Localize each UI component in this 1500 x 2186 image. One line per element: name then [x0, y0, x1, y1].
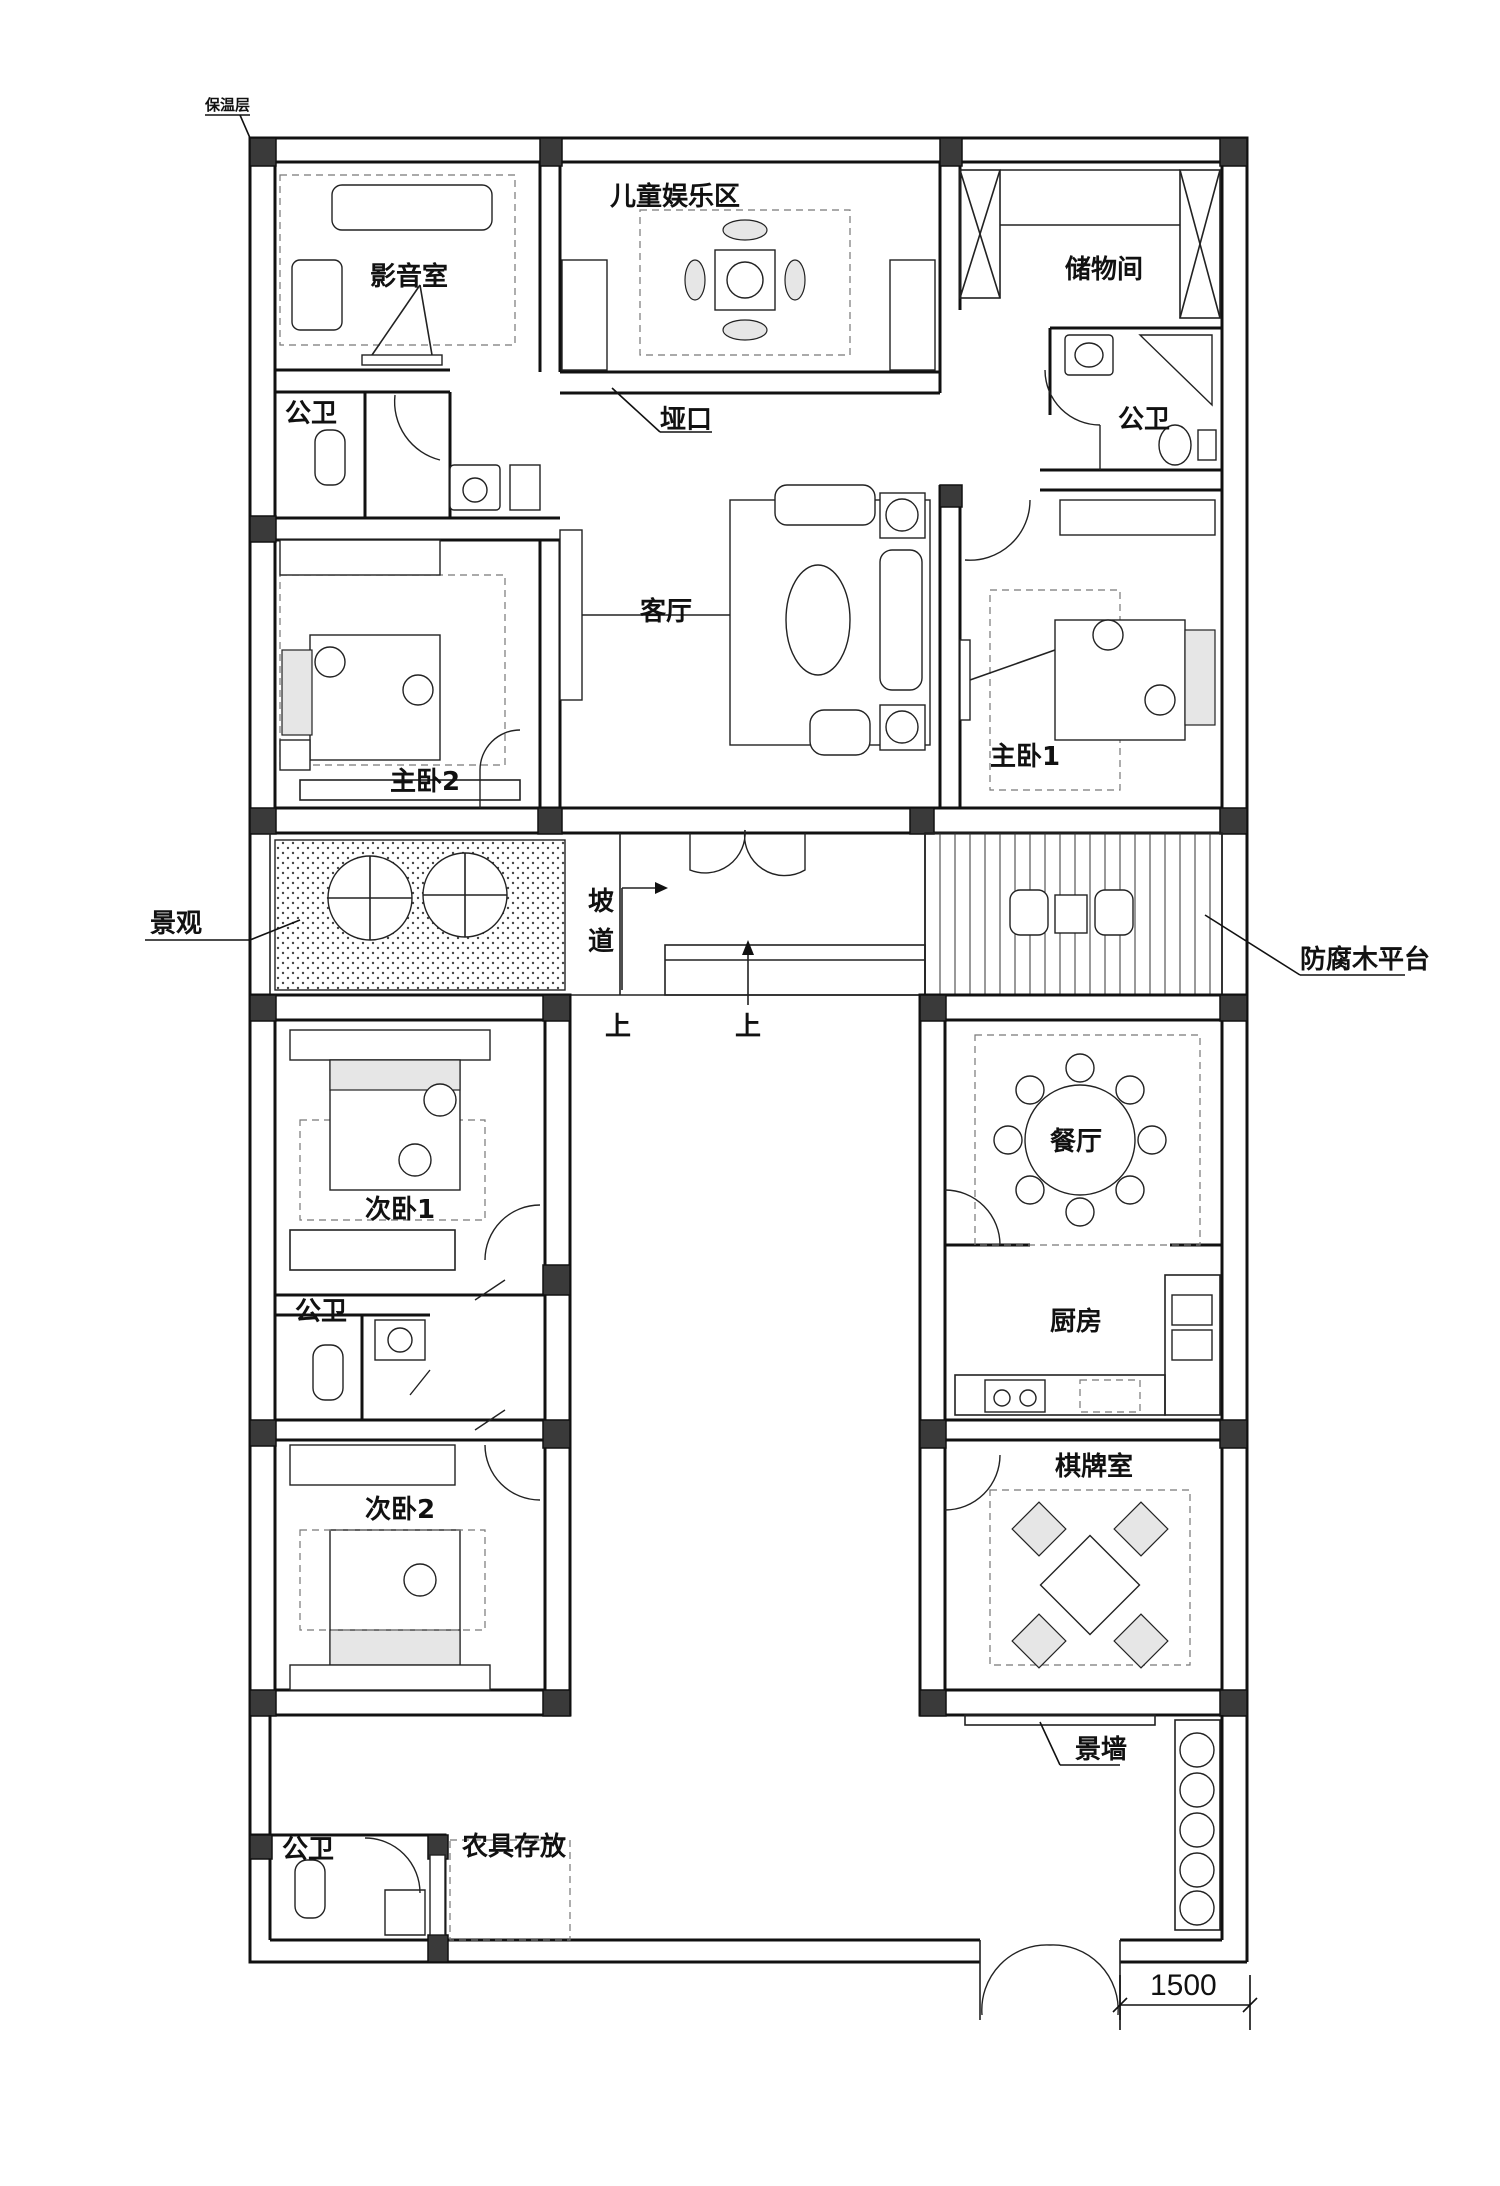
bath-w-label: 公卫	[295, 1297, 347, 1327]
chess-room: 棋牌室	[944, 1451, 1191, 1669]
bath-w: 公卫	[295, 1279, 506, 1431]
chess-label: 棋牌室	[1055, 1451, 1133, 1482]
feature-wall-group: 景墙	[964, 1714, 1221, 1931]
wood-deck: 防腐木平台	[924, 832, 1430, 996]
landscape-label: 景观	[150, 909, 202, 939]
av-room-label: 影音室	[370, 261, 448, 292]
living-room: 客厅	[559, 484, 931, 877]
master1-room: 主卧1	[959, 499, 1216, 791]
dining-room: 餐厅	[944, 1034, 1201, 1246]
deck-label: 防腐木平台	[1300, 944, 1430, 975]
storage-room: 储物间	[959, 169, 1221, 319]
kitchen-room: 厨房	[954, 1274, 1221, 1416]
dimension-label: 1500	[1150, 1969, 1217, 2002]
tools-label: 农具存放	[461, 1831, 567, 1862]
tools-storage: 农具存放	[449, 1831, 571, 1941]
master2-label: 主卧2	[390, 767, 460, 797]
master2-room: 主卧2	[279, 539, 521, 808]
threshold-label: 垭口	[660, 405, 712, 435]
landscape-garden: 景观	[145, 839, 566, 991]
second1-room: 次卧1	[289, 1029, 541, 1271]
feature-wall-label: 景墙	[1075, 1735, 1127, 1765]
ramp-label-2: 道	[588, 926, 614, 957]
bath-nw-label: 公卫	[285, 399, 337, 429]
master1-label: 主卧1	[990, 742, 1060, 772]
up-label-1: 上	[605, 1012, 631, 1042]
bath-nw: 公卫	[285, 392, 541, 518]
ramp: 坡 道 上 上	[588, 882, 761, 1042]
up-label-2: 上	[735, 1012, 761, 1042]
insulation-label-group: 保温层	[204, 96, 251, 139]
second2-label: 次卧2	[365, 1495, 435, 1525]
north-columns	[249, 137, 1248, 835]
bath-ne: 公卫	[1044, 334, 1217, 470]
dimension-1500: 1500	[1112, 1969, 1258, 2030]
kitchen-label: 厨房	[1050, 1307, 1102, 1337]
av-room-furniture: 影音室	[279, 174, 516, 366]
kids-area-label: 儿童娱乐区	[610, 181, 740, 212]
insulation-label: 保温层	[204, 96, 250, 114]
second1-label: 次卧1	[365, 1195, 435, 1225]
living-label: 客厅	[640, 596, 692, 627]
dining-label: 餐厅	[1050, 1127, 1102, 1157]
storage-label: 储物间	[1065, 254, 1143, 285]
kids-area-furniture: 儿童娱乐区	[561, 181, 936, 371]
threshold-label-group: 垭口	[611, 387, 712, 435]
bath-s: 公卫	[248, 1833, 449, 1964]
ramp-label-1: 坡	[588, 887, 614, 917]
bath-ne-label: 公卫	[1118, 405, 1170, 435]
bath-s-label: 公卫	[282, 1835, 334, 1865]
second2-room: 次卧2	[289, 1444, 541, 1691]
